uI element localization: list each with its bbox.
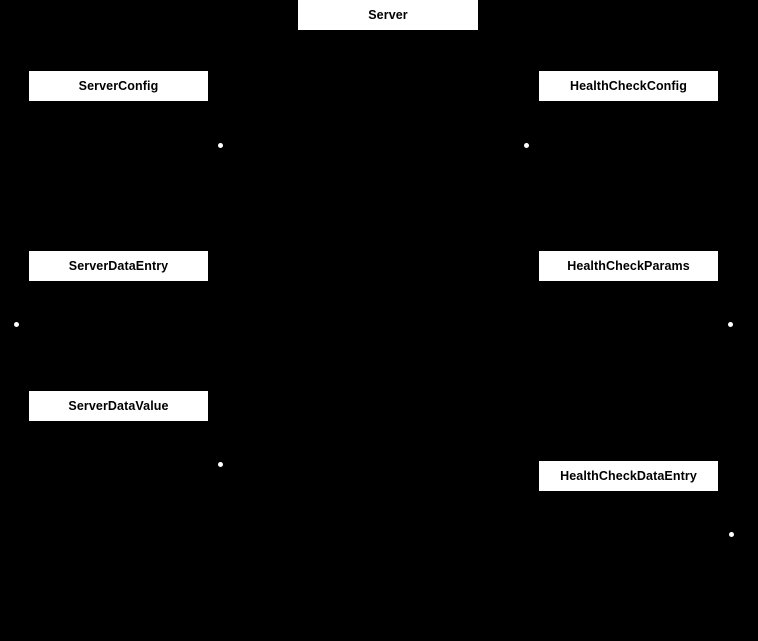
node-label: HealthCheckParams xyxy=(567,258,690,273)
connector-dot-right-upper xyxy=(523,142,529,148)
node-label: Server xyxy=(368,7,408,22)
connector-dot-right-lower xyxy=(728,531,734,537)
node-label: ServerDataValue xyxy=(68,398,169,413)
node-health-check-data-entry[interactable]: HealthCheckDataEntry xyxy=(539,461,718,491)
node-server-data-value[interactable]: ServerDataValue xyxy=(29,391,208,421)
node-server-data-entry[interactable]: ServerDataEntry xyxy=(29,251,208,281)
node-label: HealthCheckDataEntry xyxy=(560,468,697,483)
node-server-config[interactable]: ServerConfig xyxy=(29,71,208,101)
connector-dot-far-left xyxy=(13,321,19,327)
connector-dot-left-upper xyxy=(217,142,223,148)
connector-dot-far-right xyxy=(727,321,733,327)
node-health-check-params[interactable]: HealthCheckParams xyxy=(539,251,718,281)
node-server[interactable]: Server xyxy=(298,0,478,30)
node-label: HealthCheckConfig xyxy=(570,78,687,93)
node-label: ServerDataEntry xyxy=(68,258,169,273)
connector-dot-left-lower xyxy=(217,461,223,467)
node-label: ServerConfig xyxy=(78,78,159,93)
node-health-check-config[interactable]: HealthCheckConfig xyxy=(539,71,718,101)
